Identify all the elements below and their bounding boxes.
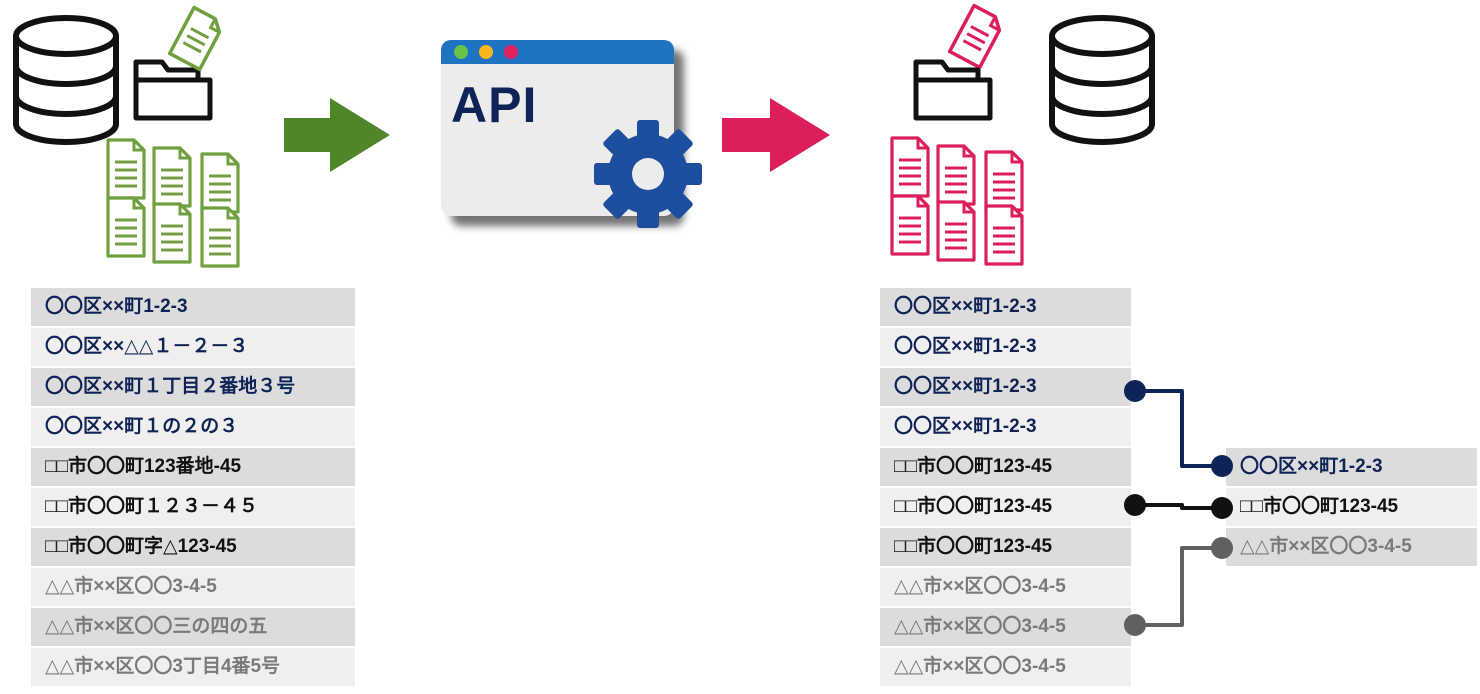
api-label: API: [451, 77, 538, 133]
connector-dot-black-start: [1124, 494, 1146, 516]
connector-dot-gray-start: [1124, 614, 1146, 636]
normalized-address-row: □□市〇〇町123-45: [880, 448, 1131, 486]
source-address-row: □□市〇〇町123番地-45: [31, 448, 355, 486]
api-window-titlebar: [441, 40, 674, 64]
deduplicated-address-table: 〇〇区××町1-2-3□□市〇〇町123-45△△市××区〇〇3-4-5: [1226, 448, 1477, 568]
database-icon-target: [1049, 15, 1155, 145]
normalized-address-row: □□市〇〇町123-45: [880, 488, 1131, 526]
document-icon-target-tilted: [947, 3, 1002, 70]
arrow-right-red-icon: [722, 98, 830, 172]
folder-icon-source: [133, 59, 213, 121]
source-address-row: □□市〇〇町１２３－４５: [31, 488, 355, 526]
source-address-row: □□市〇〇町字△123-45: [31, 528, 355, 566]
connector-dot-black-end: [1211, 497, 1233, 519]
source-address-row: 〇〇区××町１の２の３: [31, 408, 355, 446]
normalized-address-row: □□市〇〇町123-45: [880, 528, 1131, 566]
source-address-row: 〇〇区××△△１－２－３: [31, 328, 355, 366]
source-address-row: 〇〇区××町1-2-3: [31, 288, 355, 326]
normalized-address-row: 〇〇区××町1-2-3: [880, 288, 1131, 326]
source-address-row: △△市××区〇〇3丁目4番5号: [31, 648, 355, 686]
deduplicated-address-row: □□市〇〇町123-45: [1226, 488, 1477, 526]
normalized-address-row: 〇〇区××町1-2-3: [880, 408, 1131, 446]
gear-icon: [594, 120, 702, 228]
source-address-row: 〇〇区××町１丁目２番地３号: [31, 368, 355, 406]
normalized-address-row: △△市××区〇〇3-4-5: [880, 608, 1131, 646]
source-address-row: △△市××区〇〇3-4-5: [31, 568, 355, 606]
document-icon-source-tilted: [167, 5, 222, 72]
window-dot-green-icon: [454, 45, 468, 59]
connector-dot-blue-start: [1124, 380, 1146, 402]
api-window: API: [441, 40, 674, 216]
connector-dot-blue-end: [1211, 455, 1233, 477]
connector-black: [1135, 503, 1222, 510]
normalized-address-row: 〇〇区××町1-2-3: [880, 328, 1131, 366]
connector-blue: [1135, 389, 1222, 468]
deduplicated-address-row: 〇〇区××町1-2-3: [1226, 448, 1477, 486]
connector-gray: [1135, 546, 1222, 627]
window-dot-red-icon: [504, 45, 518, 59]
deduplicated-address-row: △△市××区〇〇3-4-5: [1226, 528, 1477, 566]
source-address-row: △△市××区〇〇三の四の五: [31, 608, 355, 646]
window-dot-yellow-icon: [479, 45, 493, 59]
database-icon-source: [13, 15, 119, 145]
connector-dot-gray-end: [1211, 537, 1233, 559]
folder-icon-target: [913, 59, 993, 121]
normalized-address-row: △△市××区〇〇3-4-5: [880, 568, 1131, 606]
normalized-address-row: 〇〇区××町1-2-3: [880, 368, 1131, 406]
arrow-right-green-icon: [284, 98, 390, 172]
normalized-address-row: △△市××区〇〇3-4-5: [880, 648, 1131, 686]
